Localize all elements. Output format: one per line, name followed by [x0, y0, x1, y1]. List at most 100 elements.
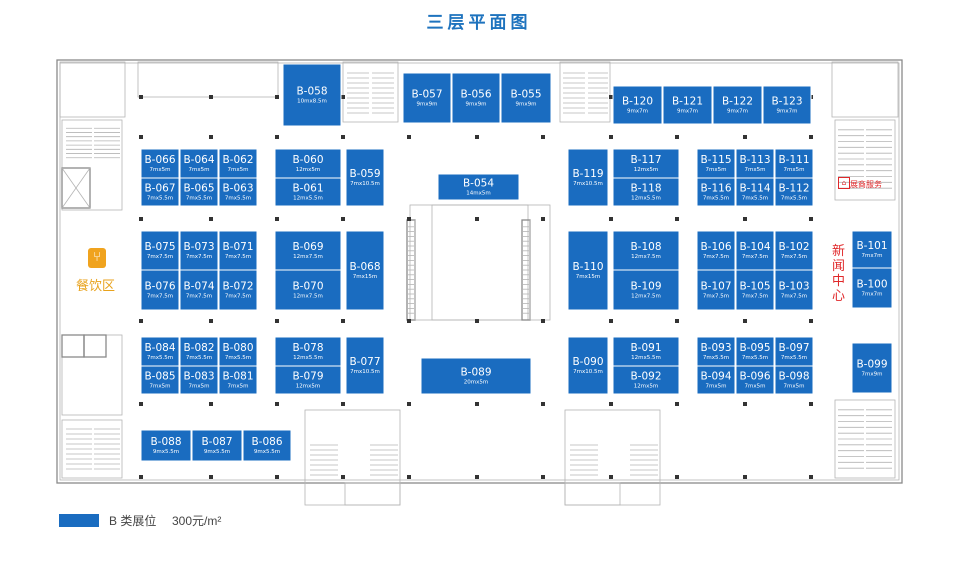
booth-rect[interactable] — [851, 267, 893, 309]
booth-rect[interactable] — [451, 72, 501, 124]
booth-rect[interactable] — [402, 72, 452, 124]
booth-rect[interactable] — [774, 365, 814, 395]
booth-rect[interactable] — [140, 429, 192, 462]
booth-rect[interactable] — [735, 365, 775, 395]
booth-rect[interactable] — [179, 177, 219, 207]
booth-rect[interactable] — [851, 342, 893, 394]
booth-rect[interactable] — [612, 336, 680, 367]
booth-rect[interactable] — [735, 230, 775, 271]
booth-rect[interactable] — [612, 148, 680, 179]
booth-rect[interactable] — [735, 148, 775, 179]
booth-rect[interactable] — [274, 177, 342, 207]
booth-rect[interactable] — [735, 177, 775, 207]
booth-rect[interactable] — [500, 72, 552, 124]
booth-rect[interactable] — [274, 148, 342, 179]
booth-rect[interactable] — [567, 336, 609, 395]
booth-rect[interactable] — [612, 85, 663, 125]
booth-rect[interactable] — [774, 230, 814, 271]
booth-rect[interactable] — [437, 173, 520, 201]
booth-rect[interactable] — [712, 85, 763, 125]
booth-rect[interactable] — [762, 85, 812, 125]
booth-rect[interactable] — [420, 357, 532, 395]
booth-rect[interactable] — [774, 177, 814, 207]
booth-rect[interactable] — [140, 230, 180, 271]
booth-rect[interactable] — [179, 269, 219, 311]
booth-rect[interactable] — [218, 148, 258, 179]
booth-rect[interactable] — [179, 365, 219, 395]
booth-rect[interactable] — [179, 336, 219, 367]
booth-rect[interactable] — [851, 230, 893, 269]
booth-rect[interactable] — [274, 269, 342, 311]
booth-rect[interactable] — [282, 63, 342, 127]
booth-rect[interactable] — [612, 269, 680, 311]
booth-rect[interactable] — [567, 230, 609, 311]
booth-rect[interactable] — [274, 230, 342, 271]
booth-rect[interactable] — [567, 148, 609, 207]
booth-rect[interactable] — [218, 230, 258, 271]
booth-rect[interactable] — [774, 269, 814, 311]
booth-rect[interactable] — [696, 336, 736, 367]
booth-rect[interactable] — [696, 365, 736, 395]
booth-rect[interactable] — [218, 269, 258, 311]
booth-rect[interactable] — [140, 148, 180, 179]
booth-rect[interactable] — [140, 365, 180, 395]
booth-rect[interactable] — [696, 230, 736, 271]
booth-rect[interactable] — [696, 177, 736, 207]
booth-rect[interactable] — [696, 148, 736, 179]
booth-rect[interactable] — [345, 230, 385, 311]
booth-rect[interactable] — [179, 230, 219, 271]
booth-rect[interactable] — [218, 336, 258, 367]
